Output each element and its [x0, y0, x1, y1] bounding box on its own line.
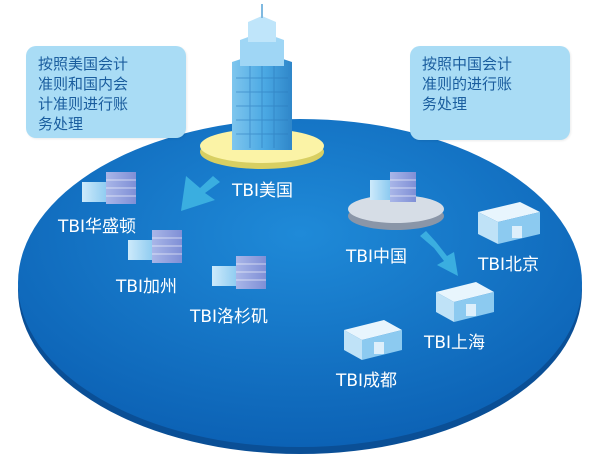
building-beijing-icon [478, 202, 540, 244]
label-tbi-shanghai: TBI上海 [424, 333, 486, 353]
callout-cn-line: 务处理 [422, 95, 468, 113]
label-tbi-chengdu: TBI成都 [336, 371, 398, 391]
callout-cn-line: 准则的进行账 [422, 75, 513, 93]
building-california-icon [128, 230, 182, 263]
building-washington-icon [82, 172, 136, 204]
building-chengdu-icon [344, 320, 402, 360]
label-tbi-beijing: TBI北京 [478, 255, 540, 275]
label-tbi-washington: TBI华盛顿 [58, 217, 137, 237]
callout-cn-line: 按照中国会计 [422, 55, 513, 73]
callout-cn-accounting: 按照中国会计 准则的进行账 务处理 [410, 46, 570, 140]
label-tbi-cn: TBI中国 [346, 247, 408, 267]
us-hub-tower [200, 4, 324, 169]
arrow-cn-to-branches [420, 231, 458, 276]
building-los-angeles-icon [212, 256, 266, 289]
cn-hub-building [348, 172, 444, 230]
callout-us-line: 准则和国内会 [38, 75, 129, 93]
platform-disc [18, 119, 582, 454]
building-shanghai-icon [436, 282, 494, 322]
label-tbi-los-angeles: TBI洛杉矶 [190, 307, 269, 327]
callout-us-line: 计准则进行账 [38, 95, 129, 113]
label-tbi-us: TBI美国 [232, 181, 294, 201]
arrow-us-to-branches [181, 176, 220, 211]
callout-us-accounting: 按照美国会计 准则和国内会 计准则进行账 务处理 [26, 46, 186, 138]
callout-us-line: 务处理 [38, 115, 84, 133]
label-tbi-california: TBI加州 [116, 277, 178, 297]
callout-us-line: 按照美国会计 [38, 55, 129, 73]
